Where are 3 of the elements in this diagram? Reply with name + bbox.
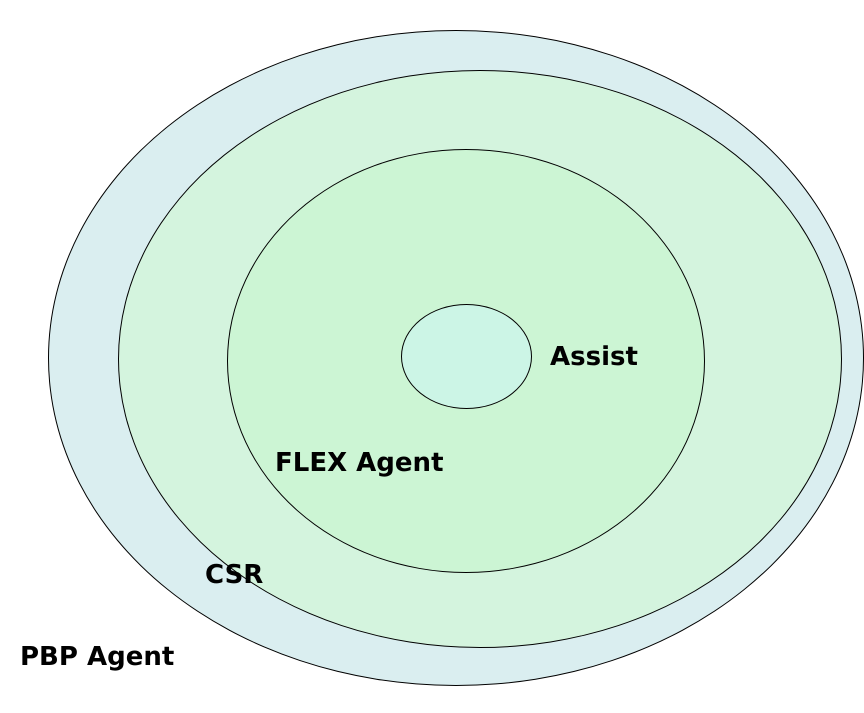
- ring-label: Assist: [550, 342, 638, 372]
- ring-label: FLEX Agent: [275, 448, 444, 478]
- ring-label: PBP Agent: [20, 642, 174, 672]
